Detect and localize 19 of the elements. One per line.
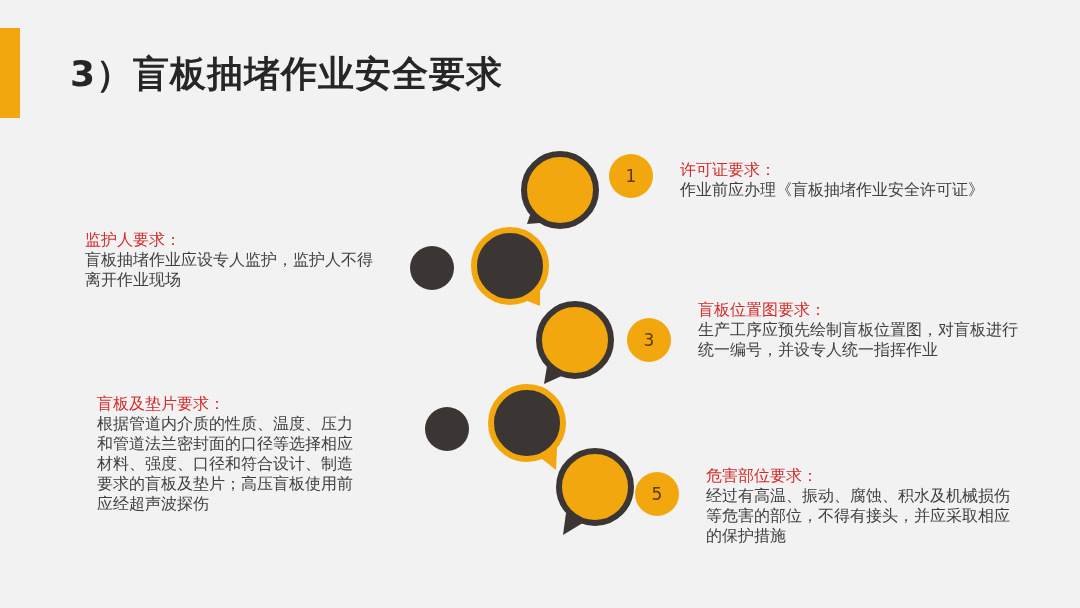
- circle-marker: [425, 407, 469, 451]
- item-heading: 危害部位要求：: [706, 466, 819, 486]
- item-description: 生产工序应预先绘制盲板位置图，对盲板进行统一编号，并设专人统一指挥作业: [698, 320, 1019, 360]
- item-heading: 许可证要求：: [680, 160, 777, 180]
- step-number: 5: [651, 484, 663, 504]
- item-heading: 监护人要求：: [85, 230, 182, 250]
- item-heading: 盲板及垫片要求：: [97, 394, 226, 414]
- number-circle: [609, 154, 653, 198]
- step-number: 3: [643, 330, 655, 350]
- circle-marker: [410, 246, 454, 290]
- item-description: 盲板抽堵作业应设专人监护，监护人不得离开作业现场: [85, 250, 374, 290]
- item-description: 根据管道内介质的性质、温度、压力和管道法兰密封面的口径等选择相应材料、强度、口径和符合设计、制造要求的盲板及垫片；高压盲板使用前应经超声波探伤: [97, 414, 354, 514]
- number-circle: [627, 318, 671, 362]
- step-number: 1: [625, 166, 637, 186]
- number-circle: [635, 472, 679, 516]
- title: 3）盲板抽堵作业安全要求: [70, 52, 504, 96]
- item-description: 经过有高温、振动、腐蚀、积水及机械损伤等危害的部位，不得有接头，并应采取相应的保护措施: [706, 486, 1011, 546]
- item-heading: 盲板位置图要求：: [698, 300, 827, 320]
- item-description: 作业前应办理《盲板抽堵作业安全许可证》: [680, 180, 985, 200]
